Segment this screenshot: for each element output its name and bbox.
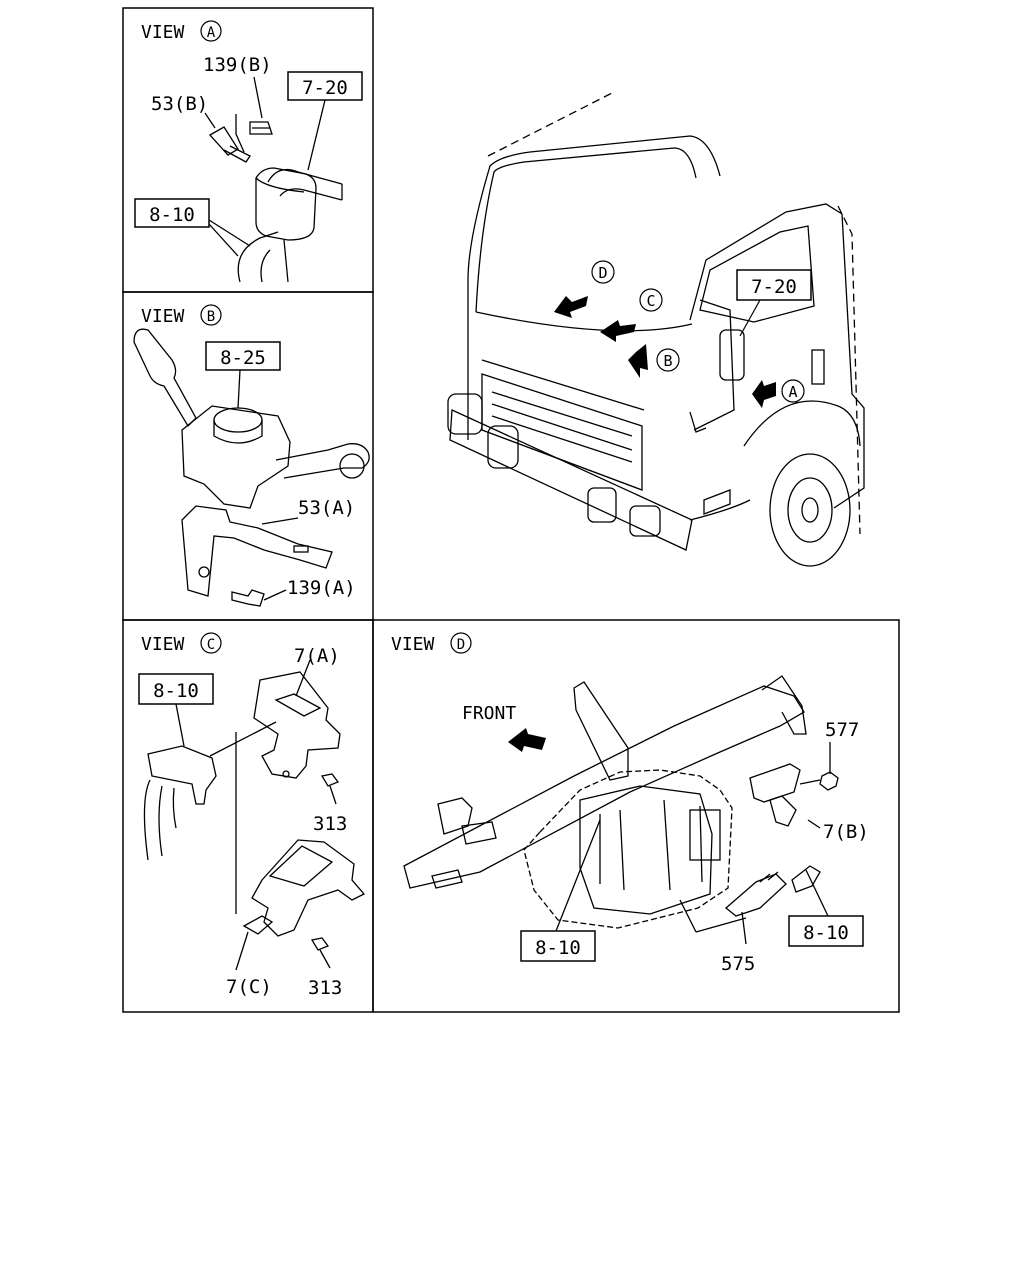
ref-label-8-25: 8-25 [220,347,266,369]
label-139a: 139(A) [287,577,356,599]
truck-arrow-b [628,344,648,378]
truck-marker-b-circle [656,348,680,372]
truck-marker-c-circle [639,288,663,312]
label-577: 577 [825,719,859,741]
view-c-letter-circle [200,632,222,654]
label-575: 575 [721,953,755,975]
label-53a: 53(A) [298,497,355,519]
truck-illustration [447,91,865,567]
truck-arrow-c [600,320,636,342]
ref-label-8-10-d-right: 8-10 [803,922,849,944]
label-7b: 7(B) [823,821,869,843]
view-c-drawing [143,659,366,971]
view-d-letter: D [457,637,465,653]
panel-frames [122,7,900,1013]
truck-arrow-a [752,380,776,408]
view-b-drawing [133,328,370,607]
truck-marker-c: C [646,292,655,310]
label-7c: 7(C) [226,976,272,998]
truck-marker-d: D [598,264,607,282]
front-label: FRONT [462,703,516,724]
truck-marker-a: A [788,383,797,401]
view-a-letter: A [207,25,216,41]
front-arrow [508,728,546,752]
label-139b: 139(B) [203,54,272,76]
truck-ref-box-7-20 [736,269,812,301]
ref-label-7-20-a: 7-20 [302,77,348,99]
view-a-panel: VIEW A 139(B) 53(B) 7-20 8-10 [134,20,363,283]
view-c-panel: VIEW C 7(A) 8-10 313 313 7(C) [138,632,366,999]
view-a-title: VIEW [141,22,185,43]
view-a-letter-circle [200,20,222,42]
truck-ref-label-7-20: 7-20 [751,276,797,298]
ref-box-8-25 [205,341,281,371]
truck-callouts: D C B A 7-20 [554,260,812,408]
truck-marker-b: B [663,352,672,370]
view-d-panel: VIEW D FRONT 577 7(B) 575 8-10 8-10 [391,632,869,975]
ref-box-8-10-a [134,198,210,228]
view-c-title: VIEW [141,634,185,655]
ref-label-8-10-c: 8-10 [153,680,199,702]
view-b-letter-circle [200,304,222,326]
view-b-letter: B [207,309,215,325]
truck-arrow-d [554,296,588,318]
view-d-letter-circle [450,632,472,654]
ref-label-8-10-a: 8-10 [149,204,195,226]
ref-label-8-10-d-left: 8-10 [535,937,581,959]
label-313-bottom: 313 [308,977,342,999]
label-7a: 7(A) [294,645,340,667]
truck-marker-d-circle [591,260,615,284]
label-313-top: 313 [313,813,347,835]
view-d-title: VIEW [391,634,435,655]
view-c-letter: C [207,637,215,653]
view-b-title: VIEW [141,306,185,327]
ref-box-8-10-d-left [520,930,596,962]
view-b-panel: VIEW B 8-25 53(A) 139(A) [133,304,370,607]
label-53b: 53(B) [151,93,208,115]
truck-marker-a-circle [781,379,805,403]
view-d-drawing [403,675,839,945]
ref-box-8-10-d-right [788,915,864,947]
view-a-drawing [204,76,343,283]
